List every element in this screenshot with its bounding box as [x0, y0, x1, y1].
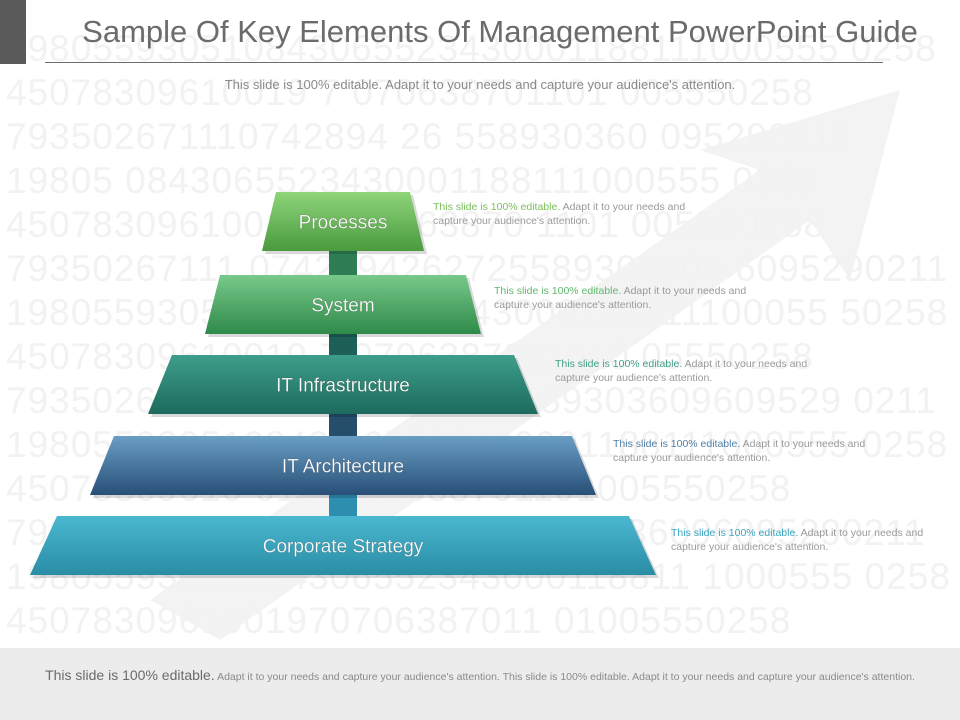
tier-note: This slide is 100% editable. Adapt it to… — [613, 437, 873, 465]
tier-note: This slide is 100% editable. Adapt it to… — [555, 357, 815, 385]
title-accent-bar — [0, 0, 26, 64]
tier-note-highlight: This slide is 100% editable. — [494, 285, 622, 297]
pyramid-tier: Processes — [262, 192, 427, 254]
tier-note-highlight: This slide is 100% editable. — [555, 358, 683, 370]
footer-text: This slide is 100% editable. Adapt it to… — [30, 668, 930, 685]
pyramid-tier: System — [205, 275, 484, 337]
pyramid-tier-label: IT Infrastructure — [276, 376, 410, 397]
pyramid-tier-shape — [30, 516, 656, 575]
pyramid-tier: IT Architecture — [90, 436, 599, 498]
pyramid-tier-label: IT Architecture — [282, 457, 404, 478]
tier-connector — [329, 487, 357, 520]
tier-connector — [329, 326, 357, 359]
tier-note-text: Adapt it to your needs and capture your … — [433, 201, 686, 227]
page-subtitle: This slide is 100% editable. Adapt it to… — [224, 77, 736, 92]
tier-note-text: Adapt it to your needs and capture your … — [555, 358, 808, 384]
tier-note: This slide is 100% editable. Adapt it to… — [671, 526, 931, 554]
tier-note-text: Adapt it to your needs and capture your … — [671, 527, 924, 553]
pyramid-tier-label: System — [311, 296, 374, 317]
tier-connector — [329, 406, 357, 440]
footer-body: Adapt it to your needs and capture your … — [217, 671, 915, 683]
pyramid-tier: Corporate Strategy — [30, 516, 659, 578]
tier-note-highlight: This slide is 100% editable. — [433, 201, 561, 213]
pyramid-tier: IT Infrastructure — [148, 355, 541, 417]
tier-note: This slide is 100% editable. Adapt it to… — [433, 200, 693, 228]
footer-lead: This slide is 100% editable. — [45, 667, 215, 683]
footer-bar: This slide is 100% editable. Adapt it to… — [0, 648, 960, 720]
pyramid-tier-shape — [262, 192, 424, 251]
tier-note-text: Adapt it to your needs and capture your … — [494, 285, 747, 311]
page-title: Sample Of Key Elements Of Management Pow… — [82, 14, 918, 49]
pyramid-tier-shape — [90, 436, 596, 495]
tier-note-highlight: This slide is 100% editable. — [613, 438, 741, 450]
pyramid-tier-label: Corporate Strategy — [263, 537, 424, 558]
pyramid-tier-label: Processes — [299, 213, 388, 234]
pyramid-tier-shape — [148, 355, 538, 414]
title-divider — [45, 62, 883, 63]
tier-note: This slide is 100% editable. Adapt it to… — [494, 284, 754, 312]
tier-note-text: Adapt it to your needs and capture your … — [613, 438, 866, 464]
pyramid-tier-shape — [205, 275, 481, 334]
tier-note-highlight: This slide is 100% editable. — [671, 527, 799, 539]
